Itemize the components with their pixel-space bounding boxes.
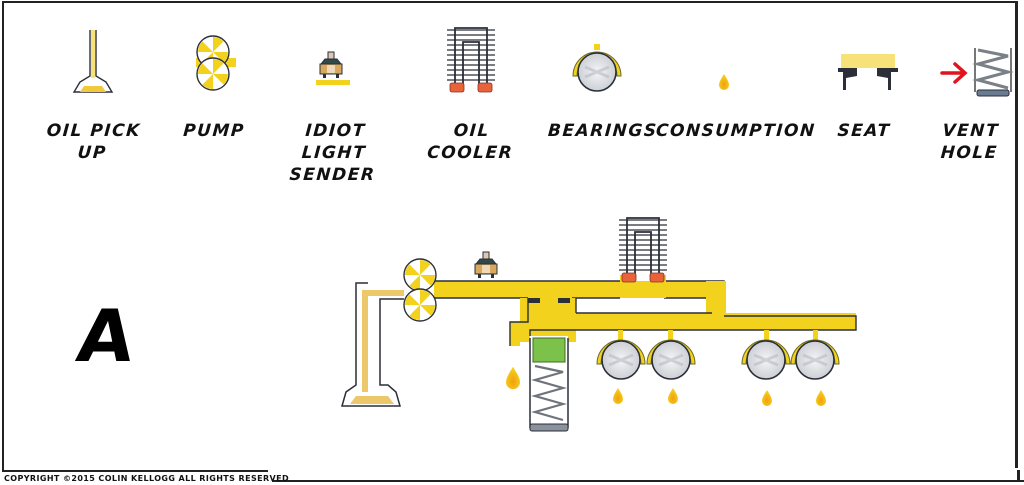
legend-label-oil-pick-up: OIL PICK UP xyxy=(46,121,142,163)
frame-gap xyxy=(268,468,1024,476)
oil-drop-icon xyxy=(719,74,729,90)
legend-label-idiot-light-sender: IDIOT LIGHT SENDER xyxy=(288,121,377,185)
valve-seat-icon xyxy=(838,54,898,90)
oil-cooler xyxy=(618,217,668,283)
bottom-rule xyxy=(272,480,1024,482)
idiot-light-sender xyxy=(474,251,498,279)
legend-label-pump: PUMP xyxy=(182,121,246,141)
panel-label: A xyxy=(72,294,140,378)
oil-cooler-icon xyxy=(446,27,496,93)
pump-gears xyxy=(403,258,437,322)
copyright-notice: COPYRIGHT ©2015 COLIN KELLOGG ALL RIGHTS… xyxy=(4,474,290,483)
relief-valve xyxy=(529,336,569,432)
legend-label-bearings: BEARINGS xyxy=(547,121,659,141)
main-oil-circuit xyxy=(341,275,857,407)
legend-label-vent-hole: VENT HOLE xyxy=(939,121,1000,163)
oil-pickup-icon xyxy=(72,30,114,93)
legend-label-consumption: CONSUMPTION xyxy=(655,121,817,141)
bearings xyxy=(595,338,841,381)
legend-label-oil-cooler: OIL COOLER xyxy=(426,121,514,163)
pickup-tube xyxy=(341,282,404,407)
bearing-icon xyxy=(571,44,623,93)
gear-pump-icon xyxy=(196,35,236,91)
pressure-sender-icon xyxy=(316,51,350,85)
legend-label-seat: SEAT xyxy=(836,121,892,141)
right-rule xyxy=(1017,470,1020,482)
vent-hole-icon xyxy=(940,48,1014,97)
